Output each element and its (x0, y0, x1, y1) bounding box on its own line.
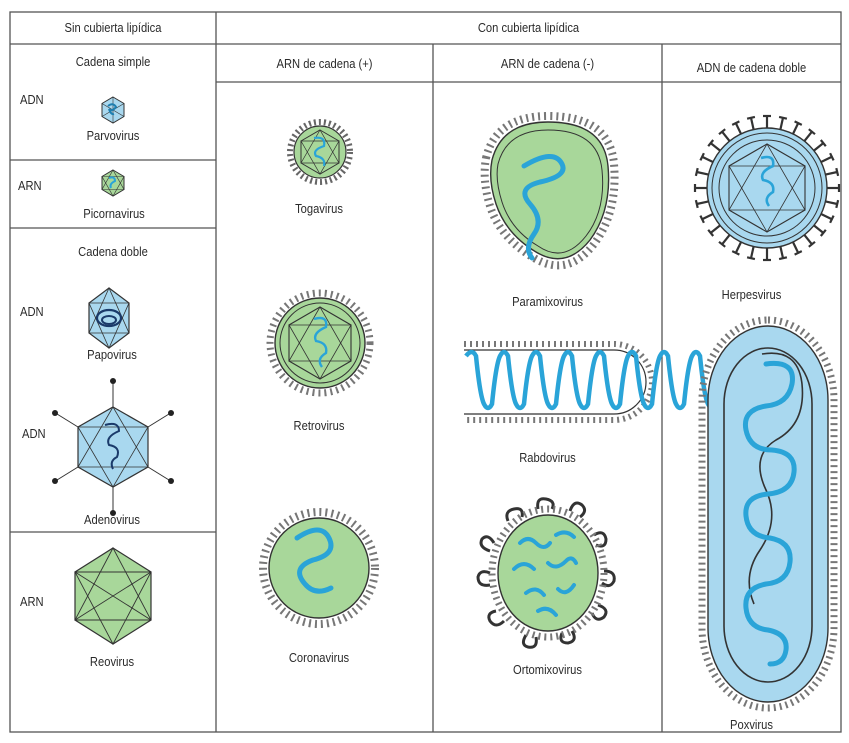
picornavirus-icon (102, 170, 124, 196)
reovirus-icon (75, 548, 151, 644)
papovirus-icon (89, 288, 129, 348)
reovirus-label: Reovirus (71, 654, 154, 669)
coronavirus-icon (263, 512, 375, 624)
herpesvirus-icon (695, 116, 839, 260)
herpesvirus-label: Herpesvirus (675, 287, 829, 302)
togavirus-icon (290, 122, 350, 182)
header-arn-positivo: ARN de cadena (+) (231, 56, 418, 71)
poxvirus-icon (702, 320, 834, 708)
papovirus-label: Papovirus (71, 347, 154, 362)
picornavirus-label: Picornavirus (73, 206, 156, 221)
paramixovirus-icon (485, 116, 615, 265)
header-arn-negativo: ARN de cadena (-) (449, 56, 646, 71)
paramixovirus-label: Paramixovirus (449, 294, 646, 309)
parvovirus-icon (102, 97, 124, 123)
adenovirus-label: Adenovirus (71, 512, 154, 527)
ortomixovirus-label: Ortomixovirus (449, 662, 646, 677)
retrovirus-icon (270, 293, 370, 393)
parvovirus-type-label: ADN (20, 92, 44, 107)
togavirus-label: Togavirus (230, 201, 407, 216)
reovirus-type-label: ARN (20, 594, 44, 609)
header-con-cubierta: Con cubierta lipídica (260, 20, 798, 35)
header-sin-cubierta: Sin cubierta lipídica (24, 20, 201, 35)
adenovirus-icon (52, 378, 174, 516)
papovirus-type-label: ADN (20, 304, 44, 319)
ortomixovirus-icon (478, 499, 614, 648)
header-adn-doble: ADN de cadena doble (675, 60, 829, 75)
cadena-simple-title: Cadena simple (24, 54, 201, 69)
parvovirus-label: Parvovirus (76, 128, 150, 143)
adenovirus-type-label: ADN (22, 426, 46, 441)
poxvirus-label: Poxvirus (675, 717, 829, 732)
cadena-doble-title: Cadena doble (24, 244, 201, 259)
coronavirus-label: Coronavirus (230, 650, 407, 665)
retrovirus-label: Retrovirus (230, 418, 407, 433)
rabdovirus-label: Rabdovirus (449, 450, 646, 465)
picornavirus-type-label: ARN (18, 178, 42, 193)
